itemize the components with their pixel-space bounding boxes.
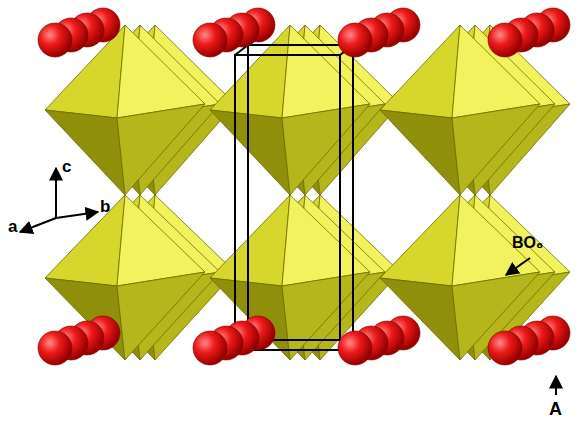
axis-label: b xyxy=(100,198,110,215)
a-atom xyxy=(488,331,522,365)
bo6-octahedron xyxy=(45,195,205,360)
octahedron-face xyxy=(380,110,460,195)
a-atom xyxy=(488,23,522,57)
octahedra-layer xyxy=(45,25,570,360)
axis-label: a xyxy=(8,218,17,235)
axis-b xyxy=(56,212,98,218)
octahedron-face xyxy=(282,104,370,195)
a-atom xyxy=(193,23,227,57)
cell-face xyxy=(235,55,340,350)
a-atom xyxy=(338,331,372,365)
bo6-pointer xyxy=(506,258,530,275)
a-pointer xyxy=(555,376,557,395)
a-atom xyxy=(338,23,372,57)
a-atom xyxy=(38,331,72,365)
octahedron-face xyxy=(117,104,205,195)
part-label: BO₆ xyxy=(512,235,543,251)
octahedron-face xyxy=(282,195,370,286)
octahedron-face xyxy=(380,195,460,286)
octahedron-face xyxy=(117,195,205,286)
axis-label: c xyxy=(62,158,71,175)
octahedron-face xyxy=(210,110,290,195)
a-atom xyxy=(193,331,227,365)
part-label: A xyxy=(549,400,562,418)
a-atom xyxy=(38,23,72,57)
axis-c xyxy=(55,168,57,218)
octahedron-face xyxy=(117,25,205,118)
octahedron-face xyxy=(452,104,540,195)
octahedron-face xyxy=(117,272,205,360)
octahedron-face xyxy=(210,195,290,286)
axes-and-pointers xyxy=(20,168,556,395)
axis-a xyxy=(20,218,56,232)
cell-face xyxy=(248,45,353,340)
unit-cell xyxy=(235,45,353,350)
a-site-atoms xyxy=(38,8,570,365)
